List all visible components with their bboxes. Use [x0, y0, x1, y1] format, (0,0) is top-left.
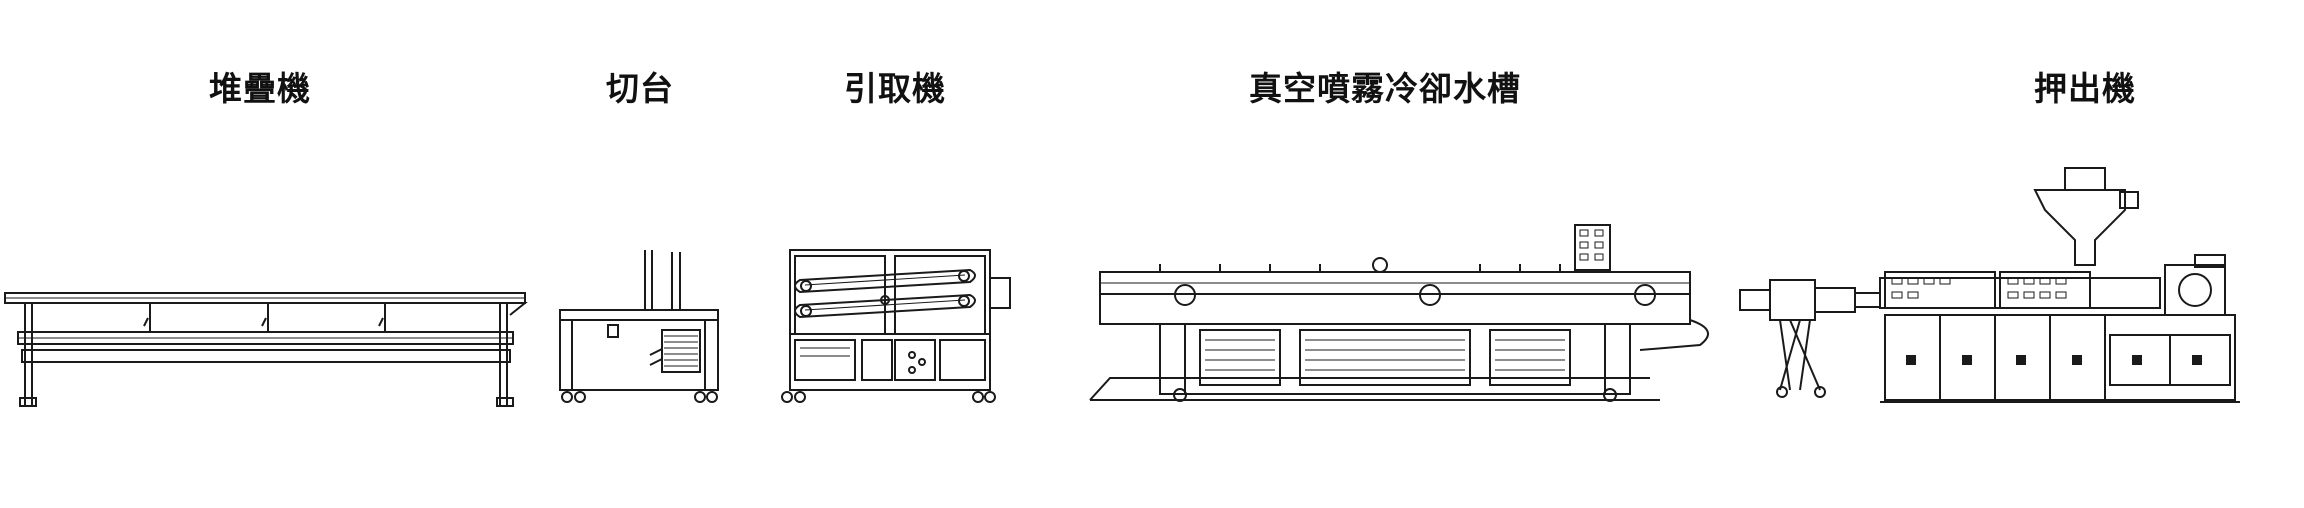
- cutter-machine: [559, 250, 719, 403]
- extruder-machine: [1739, 167, 2240, 403]
- label-vacuum-tank: 真空噴霧冷卻水槽: [1249, 69, 1521, 108]
- label-stacker: 堆疊機: [209, 69, 311, 108]
- vacuum-tank-machine: [1089, 224, 1709, 402]
- label-haul-off: 引取機: [844, 69, 946, 108]
- haul-off-machine: [781, 249, 1011, 403]
- stacker-machine: [4, 292, 528, 407]
- label-extruder: 押出機: [2034, 69, 2136, 108]
- label-cutter: 切台: [606, 69, 674, 108]
